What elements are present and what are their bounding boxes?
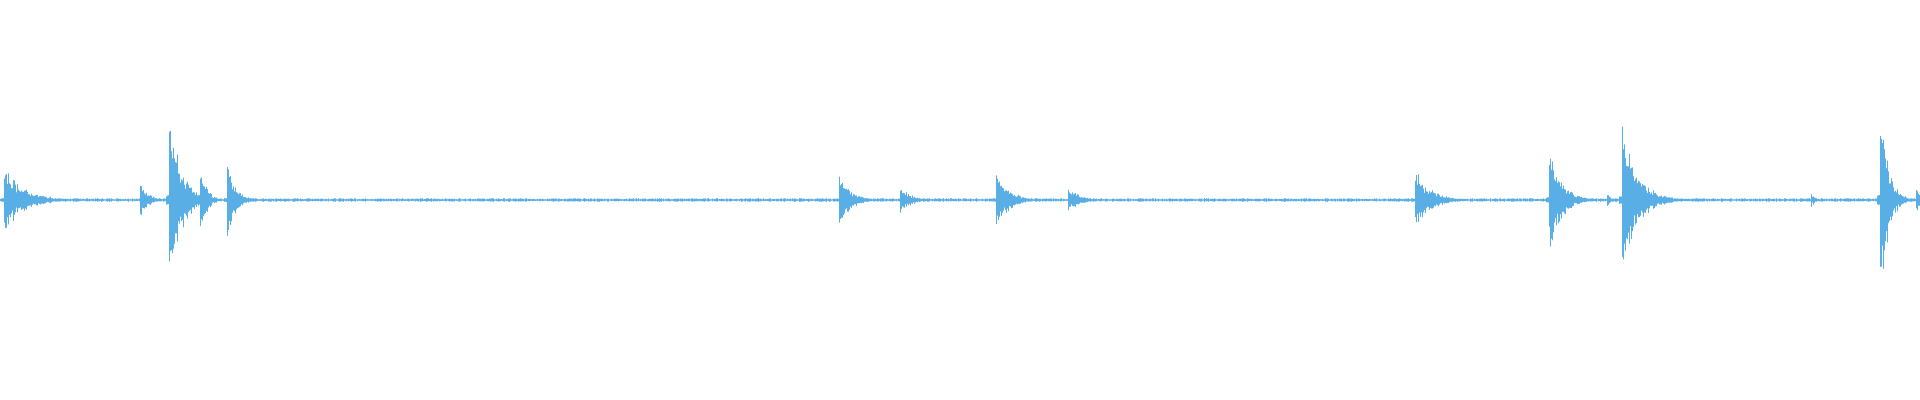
waveform-peaks — [0, 126, 1920, 269]
